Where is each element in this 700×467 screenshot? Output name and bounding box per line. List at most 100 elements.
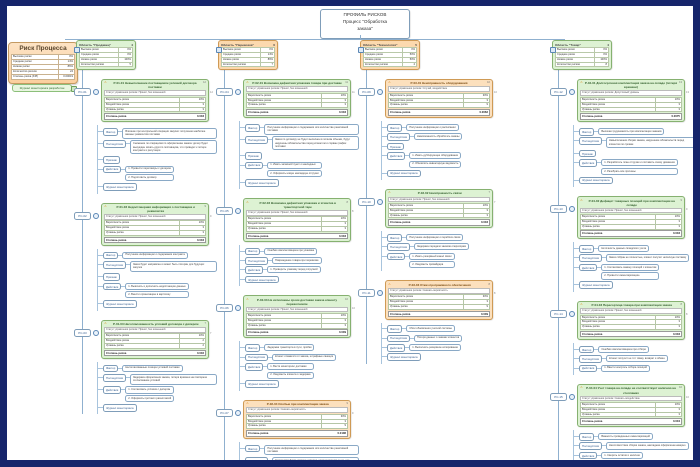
branch-item[interactable]: Несогласованные позиции условий поставки xyxy=(122,364,183,372)
branch-label[interactable]: Признак xyxy=(103,156,120,164)
link-icon[interactable] xyxy=(569,393,575,400)
branch-label[interactable]: Признак xyxy=(245,152,262,160)
link-icon[interactable] xyxy=(93,329,99,336)
branch-item[interactable]: 1. Разработать план отгрузки и составить… xyxy=(601,159,678,167)
branch-label[interactable]: Последствия xyxy=(387,243,410,251)
branch-item[interactable]: 1. Выполнять резервное копирование xyxy=(409,344,461,352)
branch-item[interactable]: 2. Провести инвентаризацию xyxy=(601,272,660,280)
risk-code-node[interactable]: РС-12 xyxy=(550,87,567,96)
branch-label[interactable]: Последствия xyxy=(579,254,602,263)
branch-item[interactable]: Повреждение товара при перевозке xyxy=(271,256,322,265)
link-icon[interactable] xyxy=(93,212,99,219)
branch-item[interactable]: Влияние при контрольной операции закупки… xyxy=(122,127,217,139)
branch-item[interactable]: Задержка оформления заказа, потеря време… xyxy=(129,374,217,385)
risk-card[interactable]: ⚠ Р-01-03 Несогласованность условий дого… xyxy=(101,319,209,359)
branch-item[interactable]: 1. Иметь резервный канал связи xyxy=(409,252,455,260)
branch-item[interactable]: Высокая трудоемкость при комплектации за… xyxy=(598,127,665,136)
risk-code-node[interactable]: РС-03 xyxy=(74,328,91,337)
branch-label[interactable]: Действия xyxy=(245,161,264,170)
risk-code-node[interactable]: РС-04 xyxy=(216,87,233,96)
branch-item[interactable]: 2. Внести организацию в картотеку xyxy=(125,291,189,299)
branch-label[interactable]: Действия xyxy=(245,266,264,274)
risk-code-node[interactable]: РС-11 xyxy=(358,289,375,298)
risk-code-node[interactable]: РС-10 xyxy=(358,197,375,206)
branch-item[interactable]: 1. Согласовать замену позиций с клиентом xyxy=(601,263,660,271)
branch-item[interactable]: Ошибки комплектовщика при упаковке xyxy=(264,247,318,255)
link-icon[interactable] xyxy=(93,88,99,95)
branch-item[interactable]: Невозможность обработать заказы xyxy=(413,133,463,141)
branch-item[interactable]: 2. Уведомить провайдера xyxy=(409,261,455,269)
branch-item[interactable]: Клиент откажется от заказа, штрафные сан… xyxy=(271,353,337,361)
branch-item[interactable]: Получение информации о содержании контра… xyxy=(122,251,188,259)
branch-item[interactable]: Несоответствие сборки заказа, накладная … xyxy=(605,442,689,450)
branch-item[interactable]: Получение информации о содержании или ко… xyxy=(264,123,359,135)
branch-label[interactable]: Действия xyxy=(579,263,598,272)
branch-label[interactable]: Журнал мониторинга xyxy=(579,176,613,185)
risk-code-node[interactable]: РС-02 xyxy=(74,211,91,220)
branch-label[interactable]: Последствия xyxy=(103,260,126,269)
risk-card[interactable]: ⚠ Р-04-04 Учет товара на складе не соотв… xyxy=(577,383,685,428)
branch-label[interactable]: Фактор xyxy=(103,364,119,373)
anchor-icon[interactable] xyxy=(74,47,80,53)
link-icon[interactable] xyxy=(569,206,575,213)
branch-label[interactable]: Последствия xyxy=(579,355,602,363)
link-icon[interactable] xyxy=(377,198,383,205)
anchor-icon[interactable] xyxy=(550,47,556,53)
monitoring-journal-note[interactable]: Журнал мониторинга разработан xyxy=(12,84,72,92)
anchor-icon[interactable] xyxy=(358,47,364,53)
branch-item[interactable]: 1. Вести мониторинг доставки xyxy=(267,362,314,371)
link-icon[interactable] xyxy=(377,290,383,297)
branch-label[interactable]: Фактор xyxy=(245,344,261,352)
branch-item[interactable]: Получение информации о перебоях связи xyxy=(406,234,464,242)
branch-label[interactable]: Последствия xyxy=(245,256,268,265)
branch-item[interactable]: 2. Обновлять инвентарную ведомость xyxy=(409,160,462,168)
branch-item[interactable]: Важность проведенных инвентаризаций xyxy=(598,433,653,441)
branch-label[interactable]: Журнал мониторинга xyxy=(387,353,421,362)
risk-code-node[interactable]: РС-05 xyxy=(216,207,233,216)
risk-card[interactable]: ⚠ Р-04-03 Пересортица товара при комплек… xyxy=(577,300,685,340)
risk-card[interactable]: ⚠ Р-03-02 Неисправность связи 7 Статус у… xyxy=(385,188,493,229)
risk-card[interactable]: ⚠ Р-04-02 Дефицит товарных позиций при к… xyxy=(577,196,685,240)
risk-code-node[interactable]: РС-15 xyxy=(550,392,567,401)
branch-label[interactable]: Фактор xyxy=(245,444,261,453)
risk-card[interactable]: ⚠ Р-02-04 Особые при комплектации заказа… xyxy=(243,399,351,440)
branch-label[interactable]: Действия xyxy=(579,451,598,460)
branch-item[interactable]: Заказ по договору не будет выполнен в по… xyxy=(271,136,359,151)
branch-item[interactable]: 2. Разобрать все причины xyxy=(601,167,678,175)
branch-label[interactable]: Признак xyxy=(579,149,596,158)
risk-card[interactable]: ⚠ Р-03-03 Отказ программного обеспечения… xyxy=(385,280,493,320)
risk-code-node[interactable]: РС-06 xyxy=(216,304,233,313)
branch-label[interactable]: Действия xyxy=(387,152,406,160)
branch-label[interactable]: Последствия xyxy=(579,137,602,145)
link-icon[interactable] xyxy=(569,88,575,95)
branch-item[interactable]: Потеря данных о заказах клиентов xyxy=(413,334,463,342)
branch-label[interactable]: Журнал мониторинга xyxy=(103,300,137,308)
branch-label[interactable]: Последствия xyxy=(387,133,410,141)
branch-label[interactable]: Журнал мониторинга xyxy=(387,169,421,178)
branch-item[interactable]: Количество будет указано неверно, клиент… xyxy=(271,457,359,460)
risk-card[interactable]: ⚠ Р-02-03 Не исполнены сроки доставки за… xyxy=(243,295,351,339)
branch-item[interactable]: 1. Иметь запасной пункт о накладных xyxy=(267,161,322,169)
branch-label[interactable]: Последствия xyxy=(245,353,268,362)
branch-label[interactable]: Действия xyxy=(103,282,122,291)
risk-card[interactable]: ⚠ Р-02-02 Возможна дефектная упаковка и … xyxy=(243,198,351,242)
risk-card[interactable]: ⚠ Р-01-01 Невыполнение поставщиком услов… xyxy=(101,78,209,123)
branch-item[interactable]: Невыполнение сборки заказа, нарушение об… xyxy=(605,137,693,148)
link-icon[interactable] xyxy=(569,310,575,317)
branch-label[interactable]: Действия xyxy=(387,252,406,261)
branch-item[interactable]: 2. Оформить новую накладную отгрузки xyxy=(267,170,322,178)
branch-item[interactable]: Сбои обновления учетной системы xyxy=(406,325,455,333)
risk-code-node[interactable]: РС-01 xyxy=(74,87,91,96)
branch-label[interactable]: Действия xyxy=(103,165,122,174)
risk-card[interactable]: ⚠ Р-03-01 Неисправность оборудования 10 … xyxy=(385,78,493,119)
link-icon[interactable] xyxy=(235,305,241,312)
risk-card[interactable]: ⚠ Р-01-02 Недостоверная информация о пос… xyxy=(101,202,209,246)
branch-label[interactable]: Фактор xyxy=(245,123,261,132)
branch-item[interactable]: Неточность данных складского учета xyxy=(598,245,650,253)
branch-label[interactable]: Журнал мониторинга xyxy=(103,403,137,412)
risk-card[interactable]: ⚠ Р-02-01 Возможна дефектная упаковка то… xyxy=(243,78,351,119)
